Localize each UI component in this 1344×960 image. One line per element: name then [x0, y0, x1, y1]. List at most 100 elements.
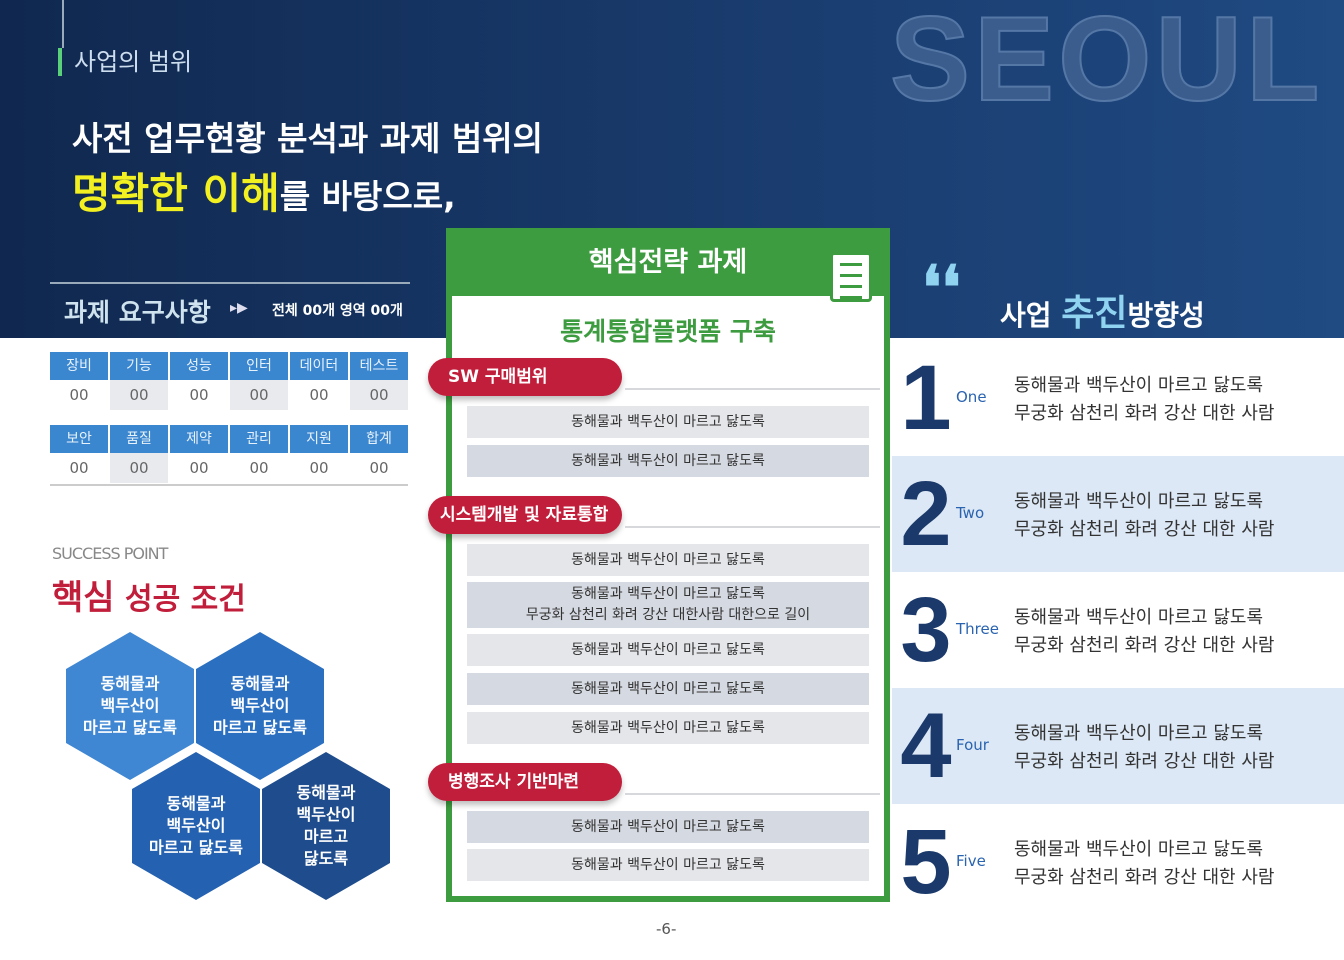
table-cell: 00	[309, 459, 329, 477]
seoul-watermark: SEOUL	[889, 0, 1324, 127]
table-cell: 00	[110, 453, 168, 483]
group-label: SW 구매범위	[428, 358, 622, 396]
table-cell: 00	[110, 380, 168, 410]
item-line: 무궁화 삼천리 화려 강산 대한 사람	[1014, 751, 1275, 772]
requirements-table-2: 보안 품질 제약 관리 지원 합계 00 00 00 00 00 00	[50, 425, 408, 483]
headline-highlight: 명확한 이해	[72, 169, 280, 218]
item-number: 1	[900, 347, 952, 449]
success-title-a: 핵심	[52, 578, 115, 618]
list-item: 동해물과 백두산이 마르고 닳도록	[467, 634, 869, 666]
table-cell: 00	[309, 386, 329, 404]
direction-title: 사업 추진방향성	[1000, 284, 1205, 336]
requirements-summary: 전체 00개 영역 00개	[272, 303, 403, 319]
table-cell: 00	[249, 459, 269, 477]
list-item: 동해물과 백두산이 마르고 닳도록	[467, 673, 869, 705]
item-line: 동해물과 백두산이 마르고 닳도록	[1014, 839, 1264, 860]
table-header: 인터	[230, 352, 288, 380]
table-header: 성능	[170, 352, 228, 380]
item-line: 동해물과 백두산이 마르고 닳도록	[1014, 607, 1264, 628]
list-item: 동해물과 백두산이 마르고 닳도록	[467, 712, 869, 744]
list-item: 동해물과 백두산이 마르고 닳도록	[467, 811, 869, 843]
table-cell: 00	[369, 459, 389, 477]
table-header: 데이터	[290, 352, 348, 380]
hexagon: 동해물과 백두산이 마르고 닳도록	[196, 632, 324, 780]
success-title: 핵심 성공 조건	[52, 570, 246, 619]
requirements-title: 과제 요구사항	[64, 298, 211, 327]
table-header: 관리	[230, 425, 288, 453]
list-item: 동해물과 백두산이 마르고 닳도록	[467, 445, 869, 477]
hexagon: 동해물과 백두산이 마르고 닳도록	[66, 632, 194, 780]
direction-title-b: 추진	[1061, 293, 1128, 334]
item-line: 무궁화 삼천리 화려 강산 대한 사람	[1014, 519, 1275, 540]
table-header: 장비	[50, 352, 108, 380]
table-header: 기능	[110, 352, 168, 380]
headline-rest: 를 바탕으로,	[279, 177, 456, 216]
item-number: 2	[900, 463, 952, 565]
item-line: 동해물과 백두산이 마르고 닳도록	[1014, 491, 1264, 512]
hexagon-text: 동해물과 백두산이 마르고 닳도록	[296, 783, 356, 868]
item-line: 무궁화 삼천리 화려 강산 대한 사람	[1014, 867, 1275, 888]
divider	[625, 793, 880, 795]
table-header: 지원	[290, 425, 348, 453]
divider	[62, 0, 64, 48]
item-word: Five	[956, 852, 986, 870]
list-item: 동해물과 백두산이 마르고 닳도록	[467, 406, 869, 438]
direction-title-c: 방향성	[1127, 299, 1205, 332]
hexagon: 동해물과 백두산이 마르고 닳도록	[132, 752, 260, 900]
item-word: Four	[956, 736, 989, 754]
item-word: Two	[956, 504, 985, 522]
table-header: 테스트	[350, 352, 408, 380]
table-header: 보안	[50, 425, 108, 453]
table-header: 합계	[350, 425, 408, 453]
list-item: 동해물과 백두산이 마르고 닳도록	[467, 849, 869, 881]
divider	[50, 282, 410, 284]
divider	[50, 484, 408, 486]
item-line: 동해물과 백두산이 마르고 닳도록	[1014, 723, 1264, 744]
group-label: 시스템개발 및 자료통합	[428, 496, 622, 534]
table-cell: 00	[69, 459, 89, 477]
item-word: Three	[956, 620, 999, 638]
hexagon-text: 동해물과 백두산이 마르고 닳도록	[149, 794, 243, 857]
item-line: 무궁화 삼천리 화려 강산 대한 사람	[1014, 635, 1275, 656]
table-cell: 00	[69, 386, 89, 404]
table-cell: 00	[230, 380, 288, 410]
table-cell: 00	[189, 386, 209, 404]
section-title: 사업의 범위	[58, 48, 192, 76]
strategy-title: 핵심전략 과제	[452, 234, 884, 296]
table-cell: 00	[350, 380, 408, 410]
direction-title-a: 사업	[1000, 299, 1062, 332]
document-icon	[830, 252, 872, 302]
page-number: -6-	[656, 920, 677, 938]
list-item: 동해물과 백두산이 마르고 닳도록	[467, 544, 869, 576]
divider	[625, 388, 880, 390]
hexagon-text: 동해물과 백두산이 마르고 닳도록	[213, 674, 307, 737]
divider	[625, 526, 880, 528]
headline-line1: 사전 업무현황 분석과 과제 범위의	[72, 119, 543, 158]
list-item: 동해물과 백두산이 마르고 닳도록 무궁화 삼천리 화려 강산 대한사람 대한으…	[467, 582, 869, 628]
requirements-table-1: 장비 기능 성능 인터 데이터 테스트 00 00 00 00 00 00	[50, 352, 408, 410]
quote-icon: ❛❛	[922, 253, 961, 323]
success-title-b: 성공 조건	[114, 582, 246, 617]
item-line: 동해물과 백두산이 마르고 닳도록	[1014, 375, 1264, 396]
strategy-subtitle: 통계통합플랫폼 구축	[560, 317, 776, 346]
item-number: 3	[900, 579, 952, 681]
item-number: 5	[900, 811, 952, 913]
item-line: 무궁화 삼천리 화려 강산 대한 사람	[1014, 403, 1275, 424]
item-number: 4	[900, 695, 952, 797]
arrow-icon: ▸▶	[230, 300, 248, 316]
group-label: 병행조사 기반마련	[428, 763, 622, 801]
hexagon-text: 동해물과 백두산이 마르고 닳도록	[83, 674, 177, 737]
hexagon: 동해물과 백두산이 마르고 닳도록	[262, 752, 390, 900]
success-label: SUCCESS POINT	[52, 544, 168, 563]
table-cell: 00	[189, 459, 209, 477]
